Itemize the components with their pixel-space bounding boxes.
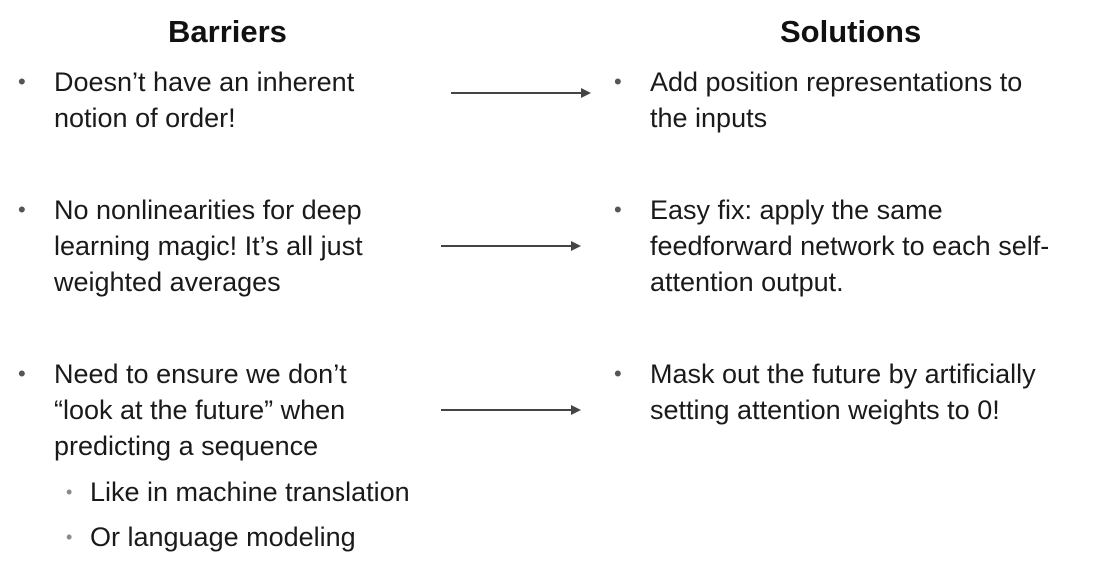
solution-3-line-1: Mask out the future by artificially bbox=[650, 359, 1036, 389]
arrow-head-icon bbox=[571, 405, 581, 415]
barrier-3-line-1: Need to ensure we don’t bbox=[54, 359, 347, 389]
barrier-2-line-2: learning magic! It’s all just bbox=[54, 231, 363, 261]
barriers-heading: Barriers bbox=[168, 14, 287, 49]
arrow-1 bbox=[451, 86, 591, 100]
solution-1-line-1: Add position representations to bbox=[650, 67, 1023, 97]
barrier-3-line-3: predicting a sequence bbox=[54, 431, 319, 461]
bullet-icon: • bbox=[18, 69, 26, 94]
solution-3-line-2: setting attention weights to 0! bbox=[650, 395, 1000, 425]
arrow-3 bbox=[441, 403, 581, 417]
arrow-2 bbox=[441, 239, 581, 253]
barrier-2-line-3: weighted averages bbox=[54, 267, 281, 297]
arrow-head-icon bbox=[581, 88, 591, 98]
bullet-icon: • bbox=[614, 361, 622, 386]
barrier-1-line-2: notion of order! bbox=[54, 103, 236, 133]
solution-item-1: • Add position representations to the in… bbox=[614, 64, 1023, 136]
solution-1-line-2: the inputs bbox=[650, 103, 768, 133]
solution-2-line-3: attention output. bbox=[650, 267, 844, 297]
barrier-item-3: • Need to ensure we don’t “look at the f… bbox=[18, 356, 347, 464]
sub-bullet-icon: • bbox=[66, 527, 73, 547]
bullet-icon: • bbox=[18, 197, 26, 222]
bullet-icon: • bbox=[614, 197, 622, 222]
barrier-1-line-1: Doesn’t have an inherent bbox=[54, 67, 355, 97]
solution-2-line-1: Easy fix: apply the same bbox=[650, 195, 943, 225]
solutions-heading: Solutions bbox=[780, 14, 922, 49]
solution-item-2: • Easy fix: apply the same feedforward n… bbox=[614, 192, 1050, 300]
barrier-2-line-1: No nonlinearities for deep bbox=[54, 195, 362, 225]
bullet-icon: • bbox=[614, 69, 622, 94]
barrier-3-sub-2-text: Or language modeling bbox=[90, 522, 356, 552]
sub-bullet-icon: • bbox=[66, 482, 73, 502]
barrier-3-line-2: “look at the future” when bbox=[54, 395, 346, 425]
barrier-item-1: • Doesn’t have an inherent notion of ord… bbox=[18, 64, 355, 136]
bullet-icon: • bbox=[18, 361, 26, 386]
arrow-head-icon bbox=[571, 241, 581, 251]
solution-2-line-2: feedforward network to each self- bbox=[650, 231, 1050, 261]
barrier-3-sub-item-1: • Like in machine translation bbox=[66, 474, 410, 510]
barrier-3-sub-item-2: • Or language modeling bbox=[66, 519, 356, 555]
barrier-item-2: • No nonlinearities for deep learning ma… bbox=[18, 192, 363, 300]
solution-item-3: • Mask out the future by artificially se… bbox=[614, 356, 1036, 428]
barrier-3-sub-1-text: Like in machine translation bbox=[90, 477, 410, 507]
